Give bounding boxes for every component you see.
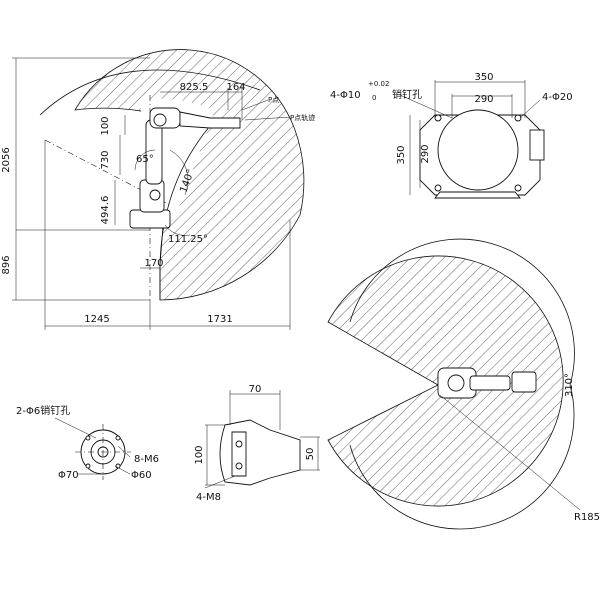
label-bolt-hole-4: 4-Φ20 [542,92,573,103]
side-view: 2056 896 1245 1731 825.5 164 100 730 494… [1,49,315,330]
dim-height-total: 2056 [1,147,12,172]
label-dia-70: Φ70 [58,470,79,481]
label-dia-60: Φ60 [131,470,152,481]
dim-flange-offset: 50 [305,448,316,461]
label-thread-8: 8-M6 [134,454,159,465]
dim-top-angle: 310° [564,373,575,397]
dim-reach-back: 1245 [84,314,109,325]
dim-upper-arm: 730 [100,150,111,169]
dim-arm-length: 825.5 [180,82,209,93]
label-p-trajectory: P点轨迹 [290,113,315,122]
flange-view: 2-Φ6销钉孔 8-M6 Φ70 Φ60 [16,404,159,481]
dim-flange-height: 100 [194,445,205,464]
label-pin-hole-2: 2-Φ6销钉孔 [16,404,70,417]
dim-base-height: 494.6 [100,196,111,225]
label-pin-hole-4-tol-upper: +0.02 [368,80,389,88]
dim-height-lower: 896 [1,255,12,274]
dim-base-depth: 350 [396,145,407,164]
top-reach-view: 310° R1850 [327,238,600,530]
wrist-view: 70 100 50 4-M8 [194,384,320,503]
label-radius: R1850 [574,512,600,523]
dim-wrist-offset: 164 [226,82,245,93]
label-pin-hole-4: 4-Φ10 [330,90,361,101]
dim-base-offset: 170 [144,258,163,269]
dim-flange-width: 70 [249,384,262,395]
label-thread-4: 4-M8 [196,492,221,503]
dim-base-hole-spacing-x: 290 [474,94,493,105]
dim-base-width: 350 [474,72,493,83]
label-pin-hole-4-text: 销钉孔 [392,88,422,101]
dim-shoulder-offset: 100 [100,116,111,135]
dim-angle-small: 65° [136,154,154,165]
label-p-point: P点 [268,96,279,104]
side-robot-arm [129,107,241,229]
base-top-view: 350 290 350 290 4-Φ10 +0.02 0 销钉孔 4-Φ20 [330,72,573,199]
dim-reach-front: 1731 [207,314,232,325]
label-pin-hole-4-tol-lower: 0 [372,94,376,102]
dim-base-hole-spacing-y: 290 [420,144,431,163]
top-robot [437,367,537,399]
dim-angle-lower: 111.25° [168,234,208,245]
